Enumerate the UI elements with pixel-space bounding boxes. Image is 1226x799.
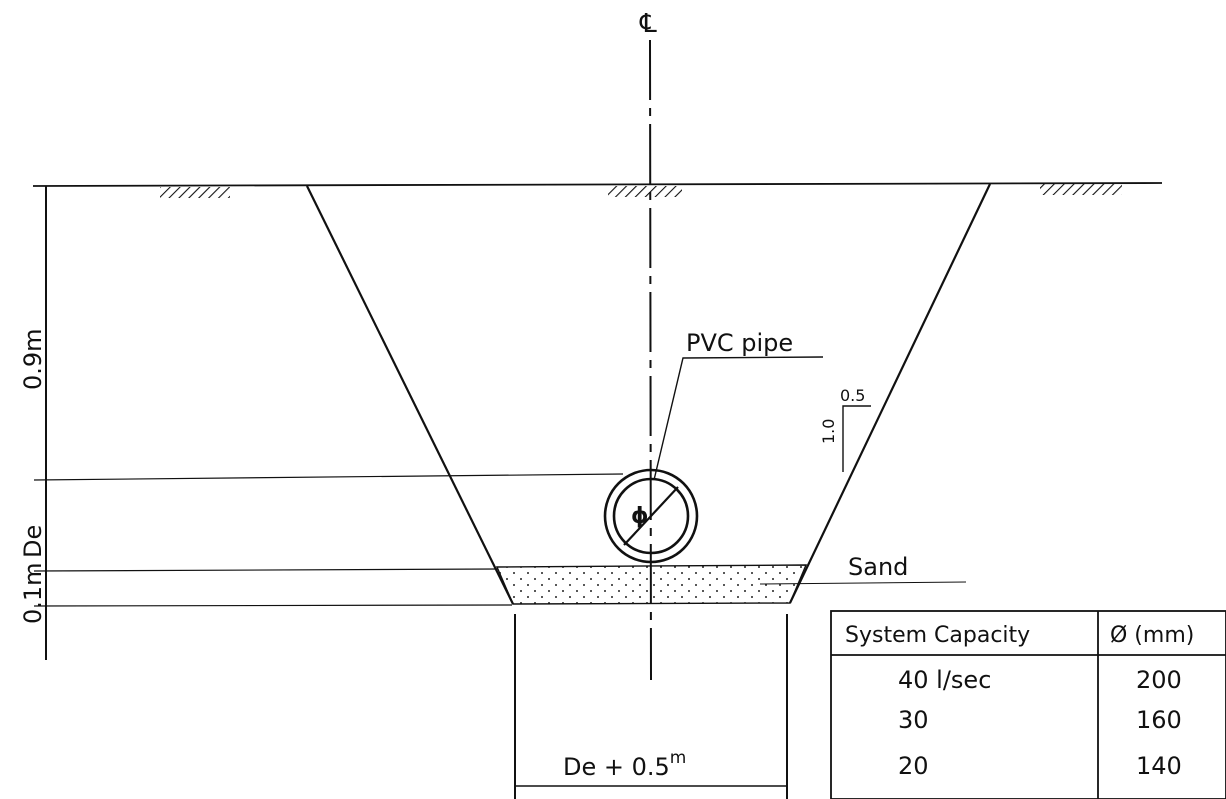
level-sand-top [33,568,499,572]
centerline [649,39,652,681]
pipe-diameter-symbol: ϕ [631,504,649,529]
table-cell: 40 l/sec [898,666,991,694]
slope-indicator [842,405,871,472]
table-cell: 30 [898,706,929,734]
table-header-diameter: Ø (mm) [1110,623,1194,648]
table-cell: 20 [898,752,929,780]
ground-hatch-left [160,187,230,198]
table-cell: 140 [1136,752,1182,780]
slope-vertical-label: 1.0 [819,419,838,444]
table-cell: 200 [1136,666,1182,694]
ground-hatch-right [1040,184,1122,195]
slope-horizontal-label: 0.5 [840,386,865,405]
bottom-width-unit: m [670,748,687,768]
sand-label: Sand [848,553,908,581]
pipe-label: PVC pipe [686,329,793,357]
trench-wall-right [789,183,991,604]
dim-upper-label: 0.9m [19,328,47,390]
ground-hatch-center [608,186,682,197]
dim-pipe-label: De [19,525,47,558]
table-cell: 160 [1136,706,1182,734]
ground-line [32,182,1163,187]
centerline-symbol: ℄ [639,9,657,39]
level-trench-bottom [33,604,513,607]
pipe-leader [653,356,824,481]
trench-wall-left [306,185,514,605]
table-header-capacity: System Capacity [845,623,1030,648]
dim-bed-label: 0.1m [19,562,47,624]
sand-leader [759,581,967,585]
capacity-table [830,610,1226,799]
level-pipe-top [33,473,624,481]
bottom-width-label: De + 0.5m [563,748,686,781]
